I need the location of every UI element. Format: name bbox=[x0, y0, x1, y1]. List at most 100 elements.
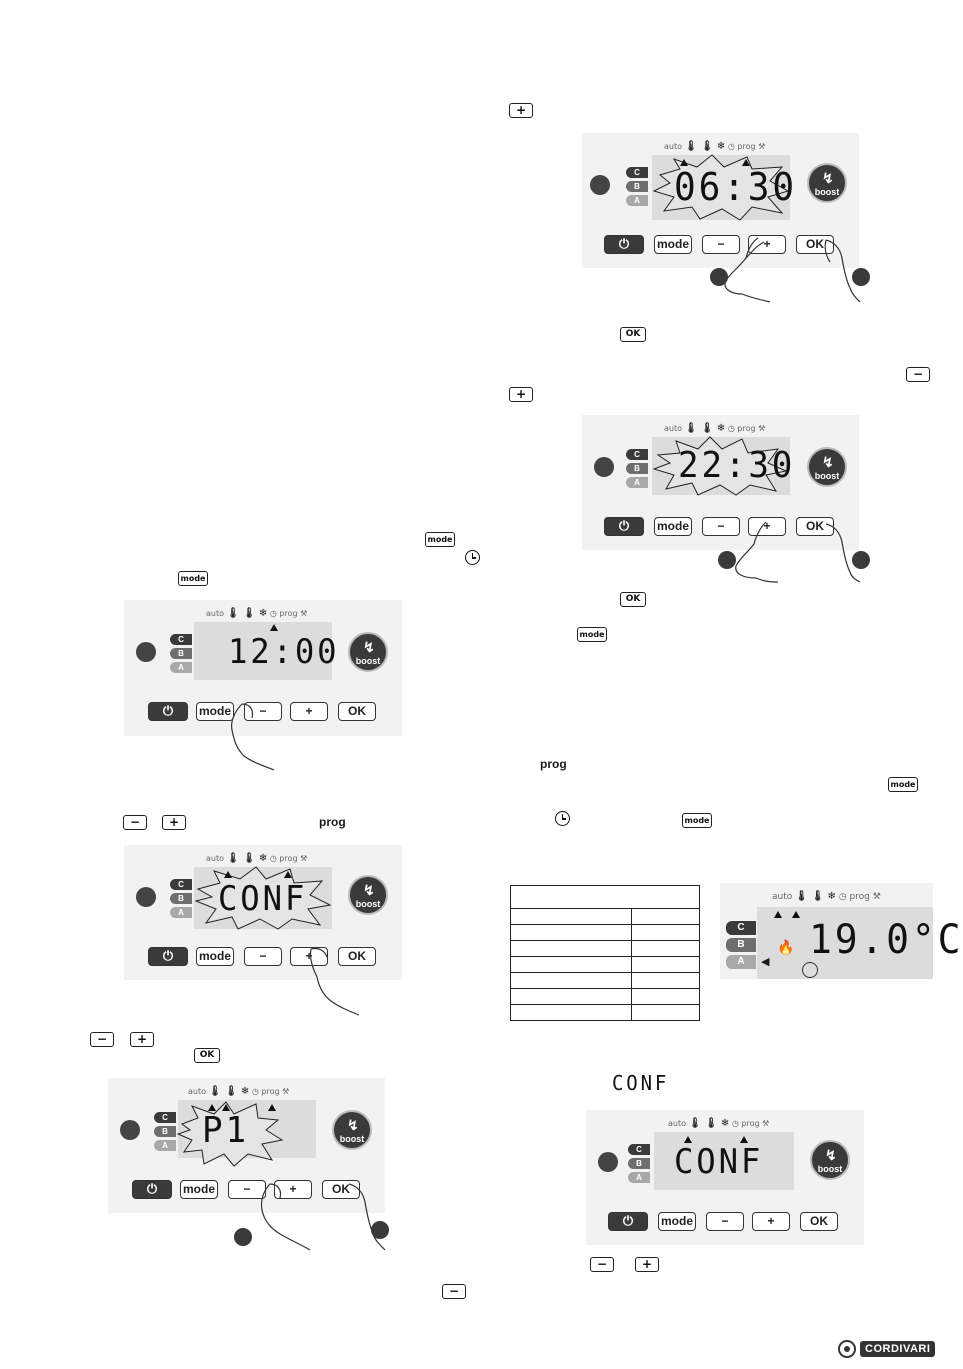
minus-button[interactable]: − bbox=[706, 1212, 744, 1231]
step-dot bbox=[371, 1221, 389, 1239]
program-marker bbox=[740, 1136, 748, 1143]
minus-key-icon: − bbox=[90, 1032, 114, 1047]
plus-button[interactable]: + bbox=[274, 1180, 312, 1199]
control-panel-temperature: auto 🌡 🌡 ❄ ◷ prog ⚒ C B A ◀ 🔥 19.0°C bbox=[720, 883, 961, 979]
ok-key-icon: OK bbox=[620, 327, 646, 342]
hand-pointer-icon bbox=[735, 521, 779, 583]
control-panel-conf: auto 🌡 🌡 ❄ ◷ prog ⚒ C B A CONF boost mod… bbox=[586, 1110, 864, 1245]
indicator-dot bbox=[136, 887, 156, 907]
hand-pointer-icon bbox=[824, 239, 861, 303]
program-marker bbox=[208, 1104, 216, 1111]
power-button[interactable] bbox=[604, 517, 644, 536]
program-display: P1 bbox=[202, 1110, 249, 1151]
boost-button[interactable]: boost bbox=[348, 875, 388, 915]
minus-key-icon: − bbox=[442, 1284, 466, 1299]
label-a: A bbox=[726, 955, 756, 969]
boost-button[interactable]: boost bbox=[807, 163, 847, 203]
plus-button[interactable]: + bbox=[748, 235, 786, 254]
label-c: C bbox=[628, 1144, 650, 1155]
ok-button[interactable]: OK bbox=[796, 517, 834, 536]
minus-key-icon: − bbox=[906, 367, 930, 382]
mode-key-icon: mode bbox=[425, 532, 455, 547]
minus-button[interactable]: − bbox=[702, 235, 740, 254]
power-button[interactable] bbox=[608, 1212, 648, 1231]
conf-inline-display: CONF bbox=[612, 1071, 670, 1095]
blink-burst-icon bbox=[194, 866, 332, 930]
label-b: B bbox=[170, 893, 192, 904]
label-b: B bbox=[170, 648, 192, 659]
prog-word: prog bbox=[540, 757, 567, 771]
status-icons: auto 🌡 🌡 ❄ ◷ prog ⚒ bbox=[206, 853, 308, 864]
program-marker bbox=[270, 624, 278, 631]
plus-button[interactable]: + bbox=[752, 1212, 790, 1231]
boost-button[interactable]: boost bbox=[348, 632, 388, 672]
program-marker bbox=[268, 1104, 276, 1111]
power-button[interactable] bbox=[132, 1180, 172, 1199]
label-a: A bbox=[626, 195, 648, 206]
status-icons: auto 🌡 🌡 ❄ ◷ prog ⚒ bbox=[772, 891, 881, 902]
step-dot bbox=[718, 551, 736, 569]
mode-button[interactable]: mode bbox=[196, 702, 234, 721]
ok-key-icon: OK bbox=[620, 592, 646, 607]
mode-key-icon: mode bbox=[682, 813, 712, 828]
control-panel-p1: auto 🌡 🌡 ❄ ◷ prog ⚒ C B A P1 boost mode … bbox=[108, 1078, 385, 1213]
mode-key-icon: mode bbox=[577, 627, 607, 642]
clock-icon bbox=[465, 550, 480, 565]
status-icons: auto 🌡 🌡 ❄ ◷ prog ⚒ bbox=[188, 1086, 290, 1097]
program-marker bbox=[284, 871, 292, 878]
minus-button[interactable]: − bbox=[244, 702, 282, 721]
mode-button[interactable]: mode bbox=[658, 1212, 696, 1231]
ok-button[interactable]: OK bbox=[338, 947, 376, 966]
cordivari-logo-icon bbox=[838, 1340, 856, 1358]
ok-button[interactable]: OK bbox=[800, 1212, 838, 1231]
label-a: A bbox=[154, 1140, 176, 1151]
hand-pointer-icon bbox=[309, 947, 360, 1016]
control-panel-22-30: auto 🌡 🌡 ❄ ◷ prog ⚒ C B A 22:30 boost mo… bbox=[582, 415, 859, 550]
conf-display: CONF bbox=[218, 879, 308, 919]
plus-button[interactable]: + bbox=[748, 517, 786, 536]
power-button[interactable] bbox=[604, 235, 644, 254]
lcd-screen: CONF bbox=[654, 1132, 794, 1190]
mode-button[interactable]: mode bbox=[180, 1180, 218, 1199]
control-panel-06-30: auto 🌡 🌡 ❄ ◷ prog ⚒ C B A 06:30 boost mo… bbox=[582, 133, 859, 268]
selector-arrow-icon: ◀ bbox=[761, 956, 770, 968]
minus-button[interactable]: − bbox=[228, 1180, 266, 1199]
lcd-screen: CONF bbox=[194, 866, 332, 930]
minus-button[interactable]: − bbox=[244, 947, 282, 966]
ok-button[interactable]: OK bbox=[338, 702, 376, 721]
boost-button[interactable]: boost bbox=[807, 447, 847, 487]
program-marker bbox=[742, 159, 750, 166]
mode-button[interactable]: mode bbox=[196, 947, 234, 966]
mode-button[interactable]: mode bbox=[654, 517, 692, 536]
control-panel-conf-blink: auto 🌡 🌡 ❄ ◷ prog ⚒ C B A CONF boost mod… bbox=[124, 845, 402, 980]
boost-button[interactable]: boost bbox=[332, 1110, 372, 1150]
boost-button[interactable]: boost bbox=[810, 1140, 850, 1180]
lcd-screen: P1 bbox=[176, 1100, 316, 1167]
clock-icon bbox=[555, 811, 570, 826]
power-button[interactable] bbox=[148, 702, 188, 721]
mode-button[interactable]: mode bbox=[654, 235, 692, 254]
label-b: B bbox=[726, 938, 756, 952]
plus-key-icon: + bbox=[509, 387, 533, 402]
time-display: 22:30 bbox=[678, 445, 796, 486]
brand-name: CORDIVARI bbox=[860, 1341, 936, 1357]
label-a: A bbox=[626, 477, 648, 488]
label-b: B bbox=[154, 1126, 176, 1137]
power-button[interactable] bbox=[148, 947, 188, 966]
step-dot bbox=[852, 268, 870, 286]
control-panel-12-00: auto 🌡 🌡 ❄ ◷ prog ⚒ C B A 12:00 boost mo… bbox=[124, 600, 402, 736]
lcd-screen: 06:30 bbox=[652, 154, 794, 221]
lcd-screen: ◀ 🔥 19.0°C bbox=[757, 907, 961, 979]
minus-button[interactable]: − bbox=[702, 517, 740, 536]
label-b: B bbox=[626, 463, 648, 474]
program-marker bbox=[774, 911, 782, 918]
hand-pointer-icon bbox=[825, 523, 861, 583]
plus-button[interactable]: + bbox=[290, 947, 328, 966]
label-a: A bbox=[170, 662, 192, 673]
hand-pointer-icon bbox=[348, 1183, 386, 1251]
conf-display: CONF bbox=[674, 1142, 764, 1182]
ok-button[interactable]: OK bbox=[796, 235, 834, 254]
label-a: A bbox=[170, 907, 192, 918]
plus-button[interactable]: + bbox=[290, 702, 328, 721]
mode-key-icon: mode bbox=[888, 777, 918, 792]
